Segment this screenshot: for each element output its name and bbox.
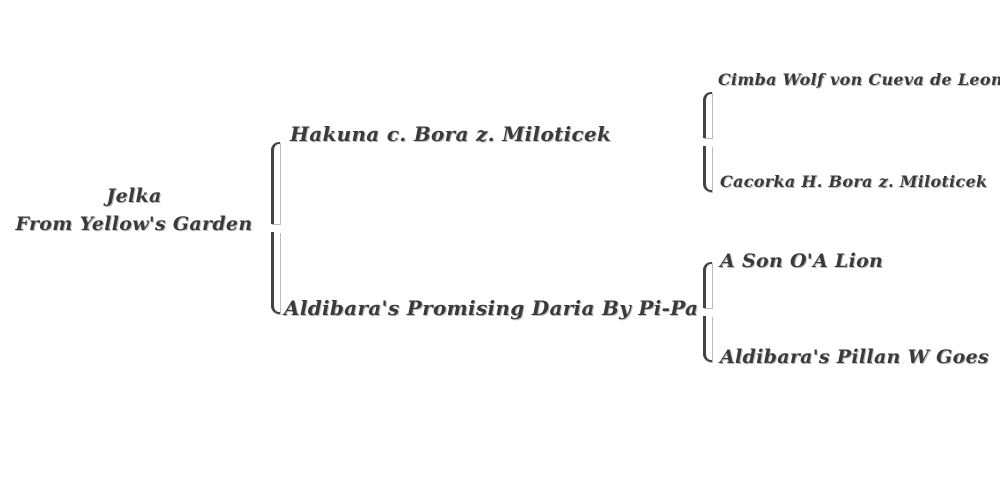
sire-sire-name: Cimba Wolf von Cueva de Leones [718, 70, 1000, 89]
bracket-dam-lower [703, 316, 712, 362]
subject-name-line2: From Yellow's Garden [15, 213, 253, 235]
subject-name-line1: Jelka [106, 185, 162, 207]
bracket-dam-upper [703, 262, 712, 308]
dam-name: Aldibara's Promising Daria By Pi-Pa [284, 296, 699, 320]
subject-name: Jelka From Yellow's Garden [14, 182, 254, 238]
sire-dam-name: Cacorka H. Bora z. Miloticek [720, 172, 988, 191]
bracket-subject-lower [271, 232, 280, 314]
bracket-subject-upper [271, 142, 280, 224]
sire-name: Hakuna c. Bora z. Miloticek [290, 122, 612, 146]
bracket-sire-upper [703, 92, 712, 138]
bracket-sire-lower [703, 146, 712, 192]
dam-dam-name: Aldibara's Pillan W Goes [720, 346, 990, 368]
dam-sire-name: A Son O'A Lion [720, 250, 884, 272]
